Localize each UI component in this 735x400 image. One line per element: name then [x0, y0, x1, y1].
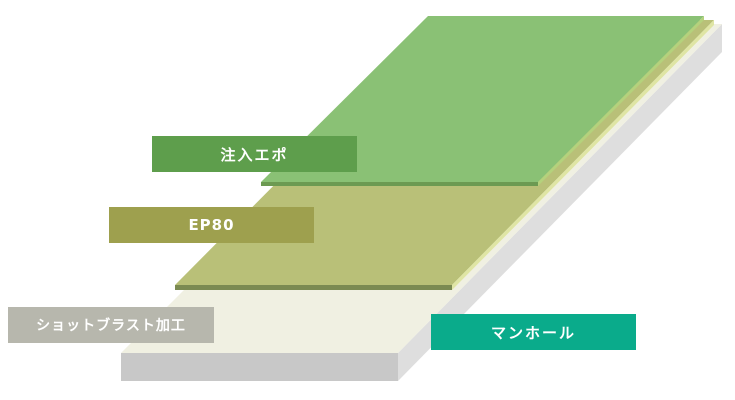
ep80-layer-label: EP80 [109, 207, 314, 243]
shot-blast-layer-label: ショットブラスト加工 [8, 307, 214, 343]
ep80-layer-edge [175, 285, 452, 290]
epoxy-layer-side [538, 16, 704, 186]
ep80-layer-side [452, 20, 714, 290]
base-slab-front-face [121, 353, 398, 381]
manhole-label: マンホール [431, 314, 636, 350]
epoxy-layer-top [261, 16, 704, 182]
epoxy-layer-edge [261, 182, 538, 186]
base-slab-right-face [398, 24, 722, 381]
epoxy-layer-label: 注入エポ [152, 136, 357, 172]
